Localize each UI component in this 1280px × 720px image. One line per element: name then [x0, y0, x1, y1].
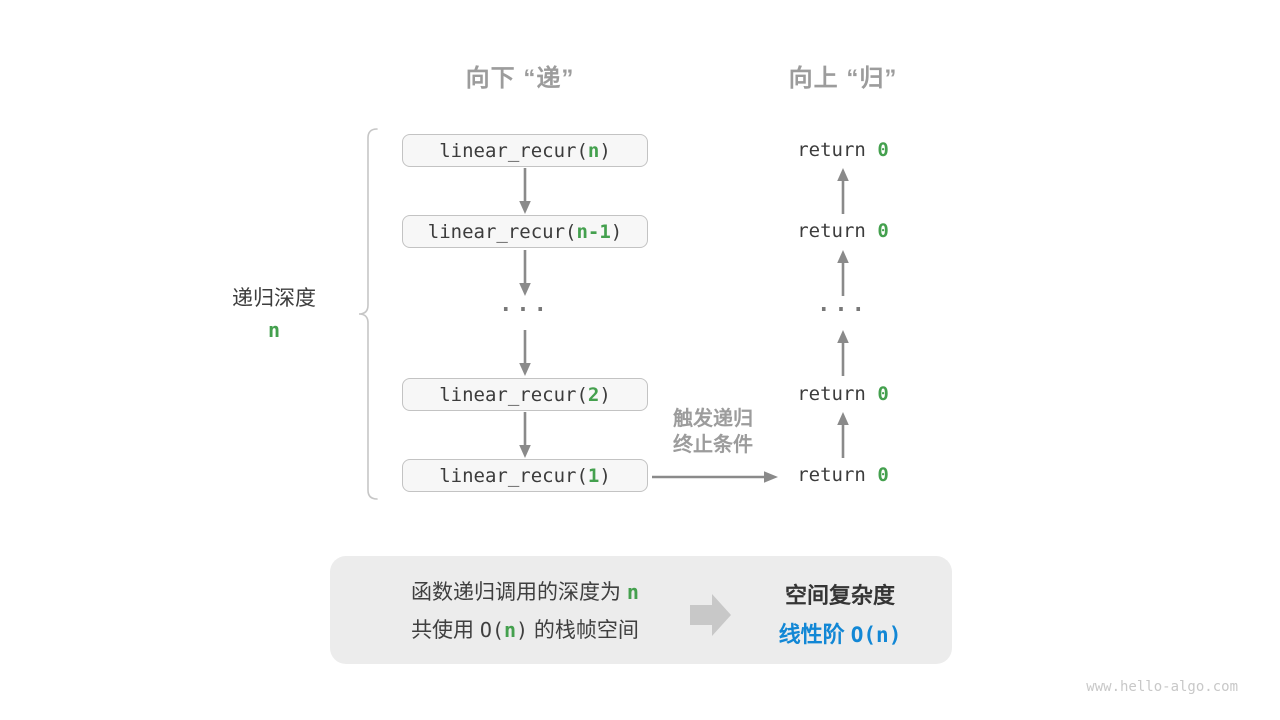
summary-n: n: [504, 618, 517, 642]
summary-panel: 函数递归调用的深度为 n 共使用 O(n) 的栈帧空间 空间复杂度 线性阶 O(…: [330, 556, 952, 664]
termination-note: 触发递归 终止条件: [648, 406, 778, 458]
summary-complexity-label: 线性阶: [778, 622, 851, 647]
arrow-right-icon: [652, 471, 778, 483]
call-box-n-1: linear_recur(n-1): [402, 215, 648, 248]
arrow-down-icon: [519, 168, 531, 214]
call-box-1: linear_recur(1): [402, 459, 648, 492]
return-statement: return 0: [758, 378, 928, 411]
summary-right-value: 线性阶 O(n): [735, 617, 945, 649]
call-text: linear_recur(: [439, 384, 588, 406]
ellipsis-left: ···: [499, 298, 551, 323]
header-return-up: 向上 “归”: [788, 65, 898, 92]
call-arg: n: [587, 140, 600, 162]
call-text: linear_recur(: [439, 465, 588, 487]
return-text: return: [797, 220, 878, 242]
summary-left-line1: 函数递归调用的深度为 n: [355, 579, 695, 606]
summary-text: 的栈帧空间: [528, 619, 639, 642]
call-arg: n-1: [576, 221, 611, 243]
arrow-up-icon: [837, 168, 849, 214]
arrow-up-icon: [837, 330, 849, 376]
summary-code: O(: [479, 618, 504, 642]
arrow-up-icon: [837, 250, 849, 296]
arrow-down-icon: [519, 412, 531, 458]
termination-note-line1: 触发递归: [673, 408, 753, 430]
termination-note-line2: 终止条件: [673, 434, 753, 456]
summary-complexity-code: O(n): [850, 623, 902, 647]
call-text: ): [599, 384, 611, 406]
header-recurse-down: 向下 “递”: [465, 65, 575, 92]
call-text: ): [599, 465, 611, 487]
watermark: www.hello-algo.com: [1086, 679, 1238, 695]
call-box-2: linear_recur(2): [402, 378, 648, 411]
implies-arrow-icon: [690, 594, 731, 636]
call-text: linear_recur(: [439, 140, 588, 162]
return-value: 0: [877, 139, 889, 161]
summary-text: 共使用: [411, 619, 480, 642]
call-arg: 2: [587, 384, 600, 406]
call-text: linear_recur(: [427, 221, 577, 243]
summary-n: n: [626, 580, 639, 604]
return-text: return: [797, 464, 878, 486]
depth-label: 递归深度: [232, 287, 316, 310]
arrow-down-icon: [519, 330, 531, 376]
arrow-down-icon: [519, 250, 531, 296]
depth-brace: [358, 128, 378, 500]
ellipsis-right: ···: [817, 298, 869, 323]
call-arg: 1: [587, 465, 600, 487]
arrow-up-icon: [837, 412, 849, 458]
return-value: 0: [877, 383, 889, 405]
return-text: return: [797, 139, 878, 161]
call-text: ): [599, 140, 611, 162]
return-value: 0: [877, 220, 889, 242]
summary-text: 函数递归调用的深度为: [411, 581, 627, 604]
return-value: 0: [877, 464, 889, 486]
return-text: return: [797, 383, 878, 405]
summary-right-title: 空间复杂度: [784, 583, 895, 608]
call-text: ): [610, 221, 623, 243]
summary-code: ): [516, 618, 529, 642]
call-box-n: linear_recur(n): [402, 134, 648, 167]
return-statement: return 0: [758, 459, 928, 492]
return-statement: return 0: [758, 134, 928, 167]
depth-value: n: [267, 318, 281, 342]
summary-left-line2: 共使用 O(n) 的栈帧空间: [355, 617, 695, 644]
return-statement: return 0: [758, 215, 928, 248]
